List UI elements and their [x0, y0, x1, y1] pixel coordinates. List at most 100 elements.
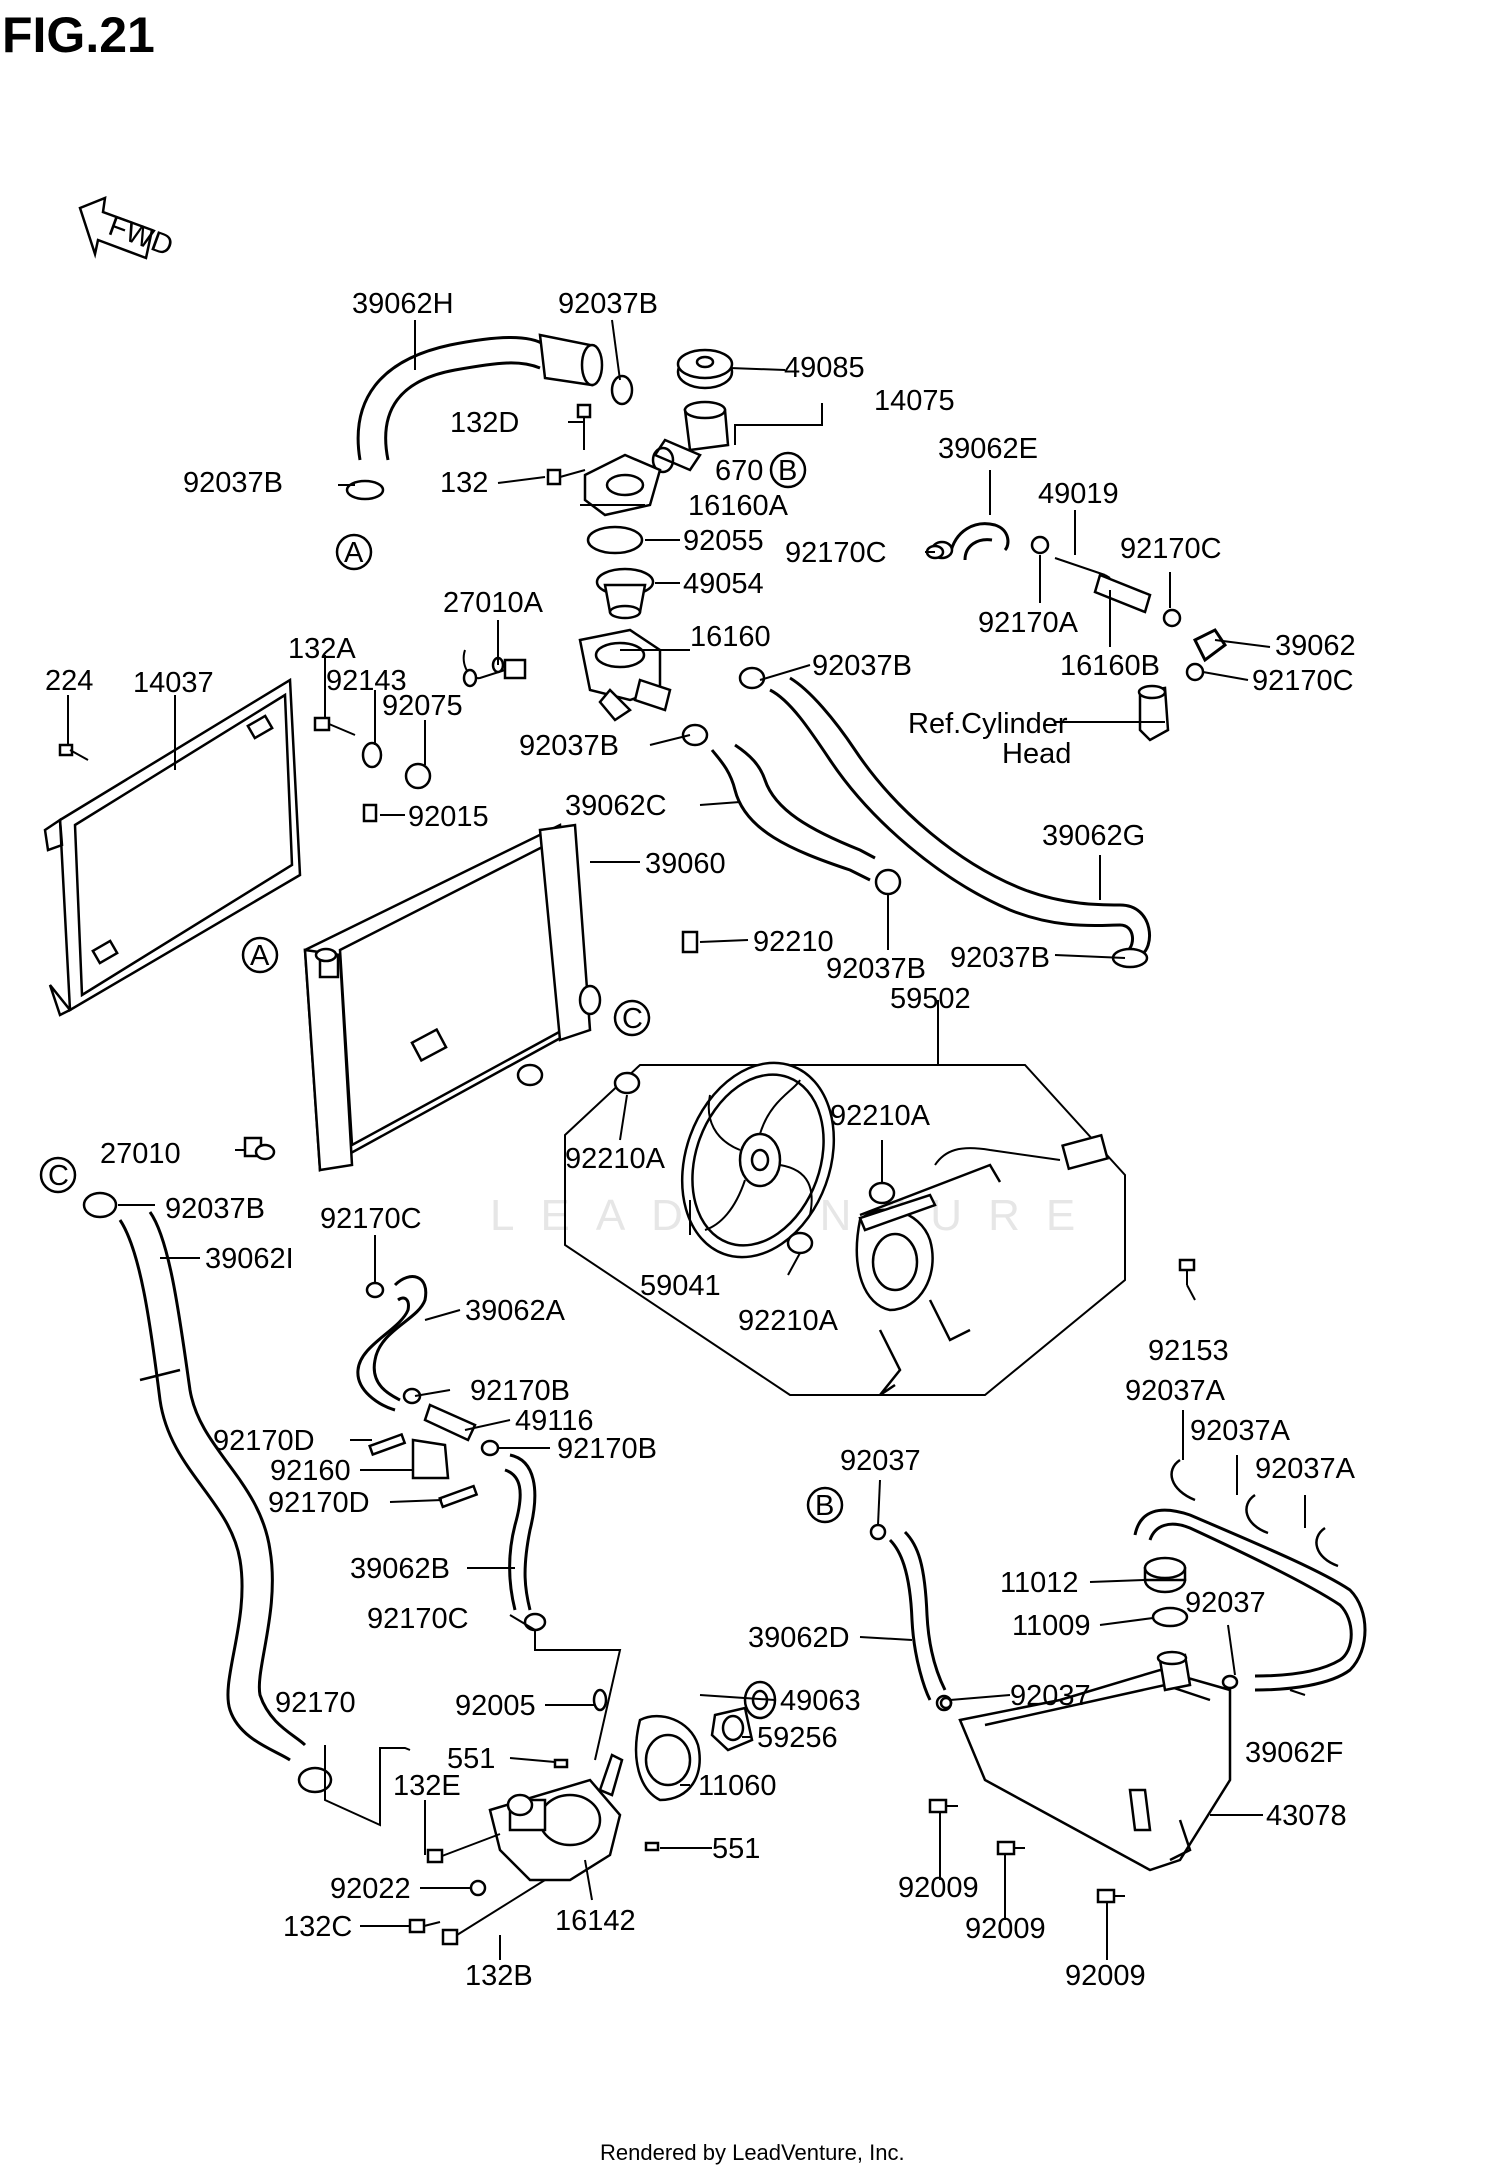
part-label: 92005	[455, 1690, 536, 1722]
collar-icon	[361, 741, 383, 769]
clamp-icon	[681, 723, 709, 747]
hose-39062d	[888, 1530, 947, 1701]
svg-text:B: B	[778, 455, 797, 487]
grommet-icon	[613, 1071, 641, 1095]
part-label: 92037A	[1190, 1415, 1291, 1447]
part-label: 49063	[780, 1685, 861, 1717]
part-label: 132D	[450, 407, 519, 439]
part-label: 551	[447, 1743, 495, 1775]
part-label: 27010A	[443, 587, 544, 619]
grommet-icon	[868, 1181, 896, 1205]
part-label: 92170C	[367, 1603, 469, 1635]
part-label: 92037B	[165, 1193, 265, 1225]
clamp-icon	[738, 666, 766, 690]
part-label: 92170D	[213, 1425, 315, 1457]
tank-cap-icon	[1143, 1556, 1187, 1594]
fan-switch-icon	[243, 1136, 276, 1161]
part-label: 92143	[326, 665, 407, 697]
part-label: 92210A	[738, 1305, 839, 1337]
part-label: 92160	[270, 1455, 351, 1487]
part-label: 132C	[283, 1911, 352, 1943]
part-label: 132E	[393, 1770, 461, 1802]
part-label: 92037A	[1125, 1375, 1226, 1407]
part-label: 16160A	[688, 490, 789, 522]
part-label: 27010	[100, 1138, 181, 1170]
part-label: 92170B	[470, 1375, 570, 1407]
clip-icon	[1315, 1526, 1339, 1568]
nipple-icon	[592, 1688, 608, 1712]
hose-39062b	[504, 1453, 537, 1611]
callout-b: B	[769, 451, 807, 489]
bolt-icon	[313, 716, 356, 736]
part-label: 39062B	[350, 1553, 450, 1585]
fwd-arrow-icon: FWD	[78, 196, 177, 263]
part-label: 92170C	[1120, 533, 1222, 565]
footer-credit: Rendered by LeadVenture, Inc.	[600, 2140, 905, 2165]
part-label: 16142	[555, 1905, 636, 1937]
clip-icon	[1170, 1458, 1196, 1502]
cylinder-head-fitting-icon	[1137, 684, 1170, 742]
clip-icon	[681, 930, 699, 954]
temperature-sensor-icon	[462, 649, 527, 688]
hose-39062a	[356, 1275, 428, 1412]
part-label: 39062I	[205, 1243, 294, 1275]
callout-c: C	[39, 1156, 77, 1194]
part-label: 92037B	[950, 942, 1050, 974]
part-label: 670	[715, 455, 763, 487]
part-label: 92170A	[978, 607, 1079, 639]
part-label: 59256	[757, 1722, 838, 1754]
clamp-icon	[523, 1612, 547, 1632]
part-label: 132B	[465, 1960, 533, 1992]
part-label: 92037B	[183, 467, 283, 499]
part-label: 59041	[640, 1270, 721, 1302]
part-label: 14037	[133, 667, 214, 699]
clamp-icon	[1185, 662, 1205, 682]
part-label: 92210	[753, 926, 834, 958]
bolt-icon	[408, 1918, 441, 1934]
hose-39062h	[356, 333, 604, 461]
clamp-icon	[939, 1696, 953, 1710]
part-label: 39062F	[1245, 1737, 1343, 1769]
radiator-shroud-icon	[43, 677, 302, 1017]
fan-blade-icon	[680, 1061, 836, 1259]
bolt-icon	[441, 1879, 546, 1946]
clip-icon	[1245, 1493, 1269, 1535]
svg-text:A: A	[250, 940, 270, 972]
part-label: 92170D	[268, 1487, 370, 1519]
bolt-icon	[928, 1798, 958, 1814]
part-label: 224	[45, 665, 93, 697]
figure-title: FIG.21	[2, 7, 155, 63]
part-label: 92037	[840, 1445, 921, 1477]
clamp-icon	[1221, 1674, 1239, 1690]
part-label: 59502	[890, 983, 971, 1015]
hose-39062g	[769, 676, 1152, 957]
part-label: 11009	[1012, 1610, 1091, 1642]
part-label: 39062D	[748, 1622, 850, 1654]
part-label: 92170C	[785, 537, 887, 569]
bolt-icon	[1178, 1258, 1196, 1285]
leader-lines	[67, 319, 1306, 1960]
grommet-icon	[786, 1231, 814, 1255]
joint-icon	[423, 1403, 477, 1442]
part-label: 92075	[382, 690, 463, 722]
clamp-icon	[874, 868, 902, 896]
svg-text:C: C	[622, 1003, 643, 1035]
part-label: 16160B	[1060, 650, 1160, 682]
part-label: 92037B	[826, 953, 926, 985]
part-label: 49019	[1038, 478, 1119, 510]
part-label: 11012	[1000, 1567, 1079, 1599]
clamp-icon	[1030, 535, 1050, 555]
part-label: 39062A	[465, 1295, 566, 1327]
bolt-icon	[1096, 1888, 1125, 1904]
part-label: 43078	[1266, 1800, 1347, 1832]
thermostat-icon	[595, 567, 655, 620]
impeller-icon	[710, 1706, 754, 1752]
callout-a: A	[241, 936, 279, 974]
radiator-icon	[303, 823, 602, 1173]
grommet-icon	[411, 1438, 450, 1480]
part-label: 92009	[965, 1913, 1046, 1945]
clamp-icon	[1162, 608, 1182, 628]
clamp-icon	[345, 374, 634, 501]
part-label: 92037	[1185, 1587, 1266, 1619]
hose-39062i	[118, 1211, 307, 1762]
